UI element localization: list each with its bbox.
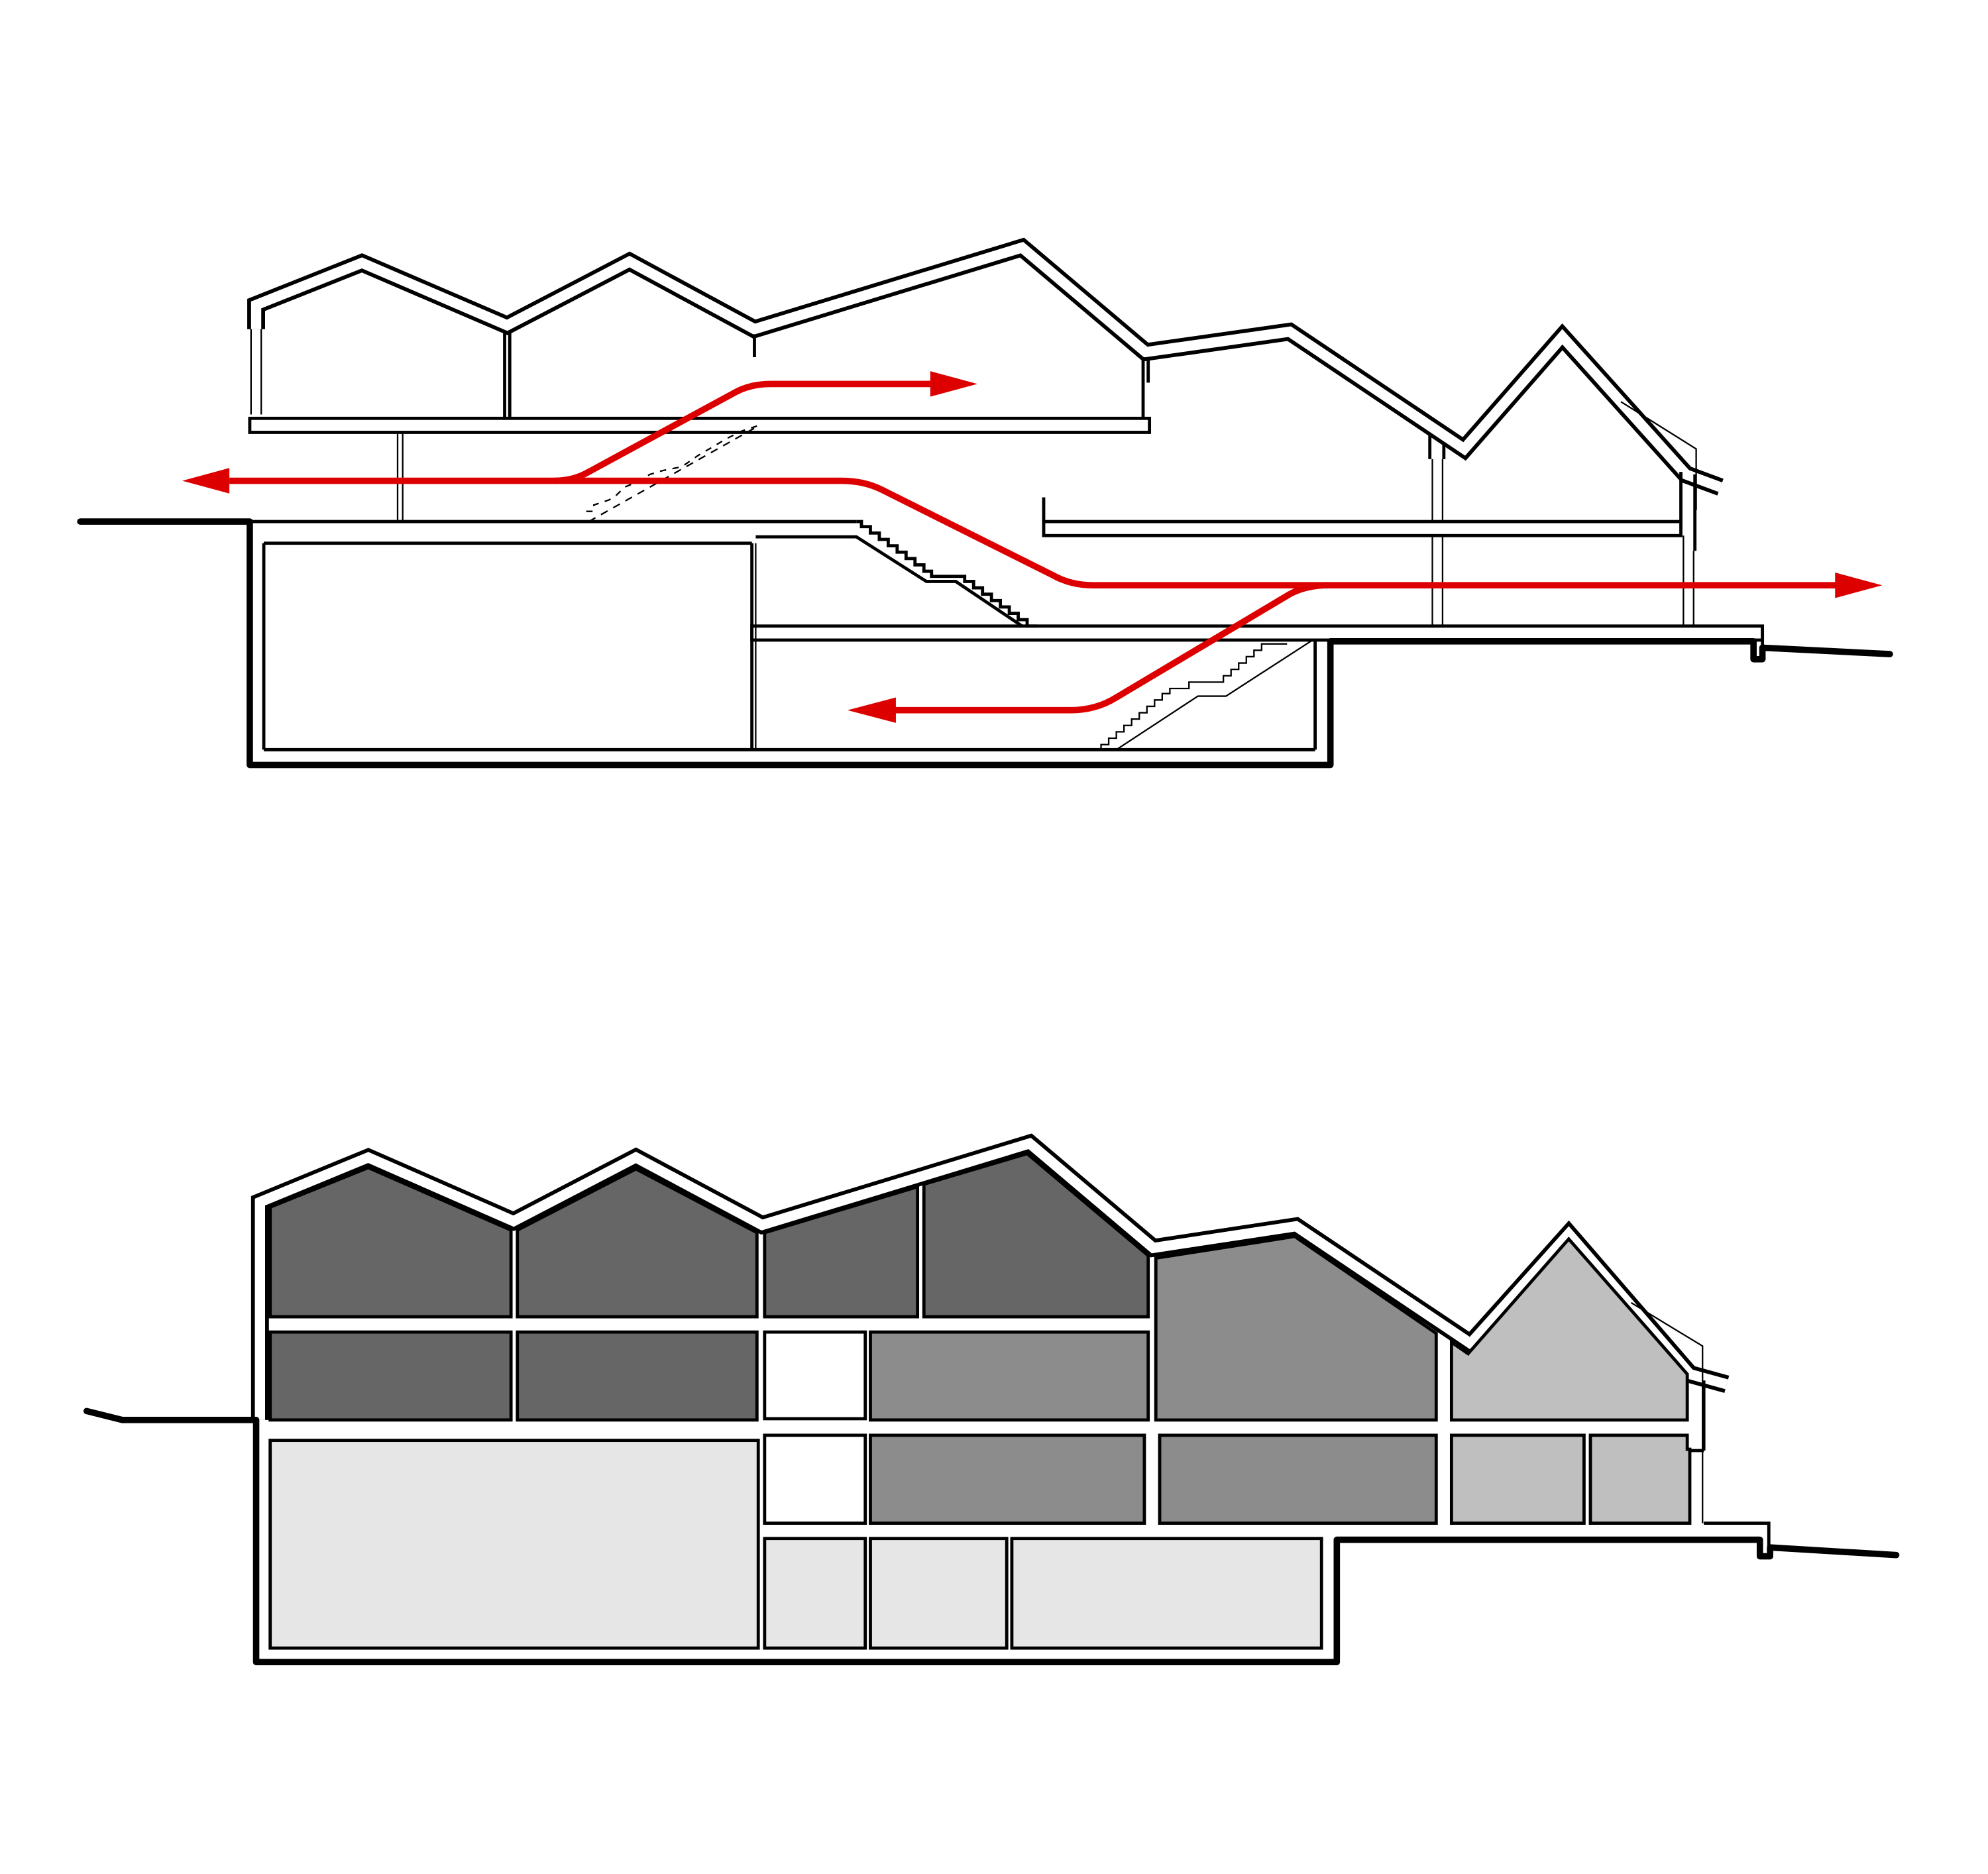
zone-mid bbox=[869, 1330, 1150, 1422]
zones-mid bbox=[869, 1235, 1438, 1525]
zone-dark bbox=[516, 1330, 759, 1422]
zone-dark bbox=[763, 1184, 920, 1319]
zone-open bbox=[763, 1433, 867, 1525]
zone-light bbox=[1449, 1433, 1586, 1525]
zone-dark bbox=[268, 1166, 513, 1319]
zones-light bbox=[1449, 1237, 1692, 1525]
zones-dark bbox=[268, 1152, 1150, 1422]
lower-floor-slab bbox=[750, 624, 1765, 642]
arrow-path-lower bbox=[892, 582, 1328, 714]
staircases bbox=[586, 425, 1313, 751]
zone-lightest bbox=[763, 1537, 867, 1650]
circulation-arrows bbox=[182, 371, 1883, 723]
roof-outline bbox=[250, 1133, 1730, 1523]
zone-mid bbox=[869, 1433, 1146, 1525]
zone-lightest bbox=[268, 1439, 760, 1650]
zone-lightest bbox=[1010, 1537, 1323, 1650]
zone-dark bbox=[922, 1152, 1150, 1319]
arrow-head-right-icon bbox=[1835, 573, 1883, 598]
ground-outline bbox=[83, 1380, 1900, 1666]
zone-dark bbox=[516, 1167, 759, 1319]
zone-lightest bbox=[869, 1537, 1009, 1650]
arrow-path-middle bbox=[554, 477, 1838, 589]
circulation-section bbox=[77, 237, 1893, 769]
arrow-head-right-icon bbox=[930, 371, 977, 397]
mezzanine-slab bbox=[1042, 520, 1683, 537]
zone-open bbox=[763, 1330, 867, 1421]
zones-circulation bbox=[763, 1330, 867, 1525]
zone-mid bbox=[1158, 1433, 1438, 1525]
roof-outline bbox=[247, 237, 1724, 496]
arrow-head-left-icon bbox=[847, 697, 896, 723]
program-section bbox=[83, 1133, 1900, 1666]
zone-dark bbox=[268, 1330, 513, 1422]
arrow-head-left-icon bbox=[182, 468, 230, 494]
zone-light bbox=[1449, 1237, 1689, 1422]
zone-mid bbox=[1154, 1235, 1438, 1422]
upper-floor-slab bbox=[248, 416, 1152, 434]
floor-slabs bbox=[248, 416, 1765, 751]
basement-outline bbox=[77, 518, 1893, 769]
zone-light bbox=[1588, 1433, 1692, 1525]
zones-lightest bbox=[268, 1439, 1323, 1650]
